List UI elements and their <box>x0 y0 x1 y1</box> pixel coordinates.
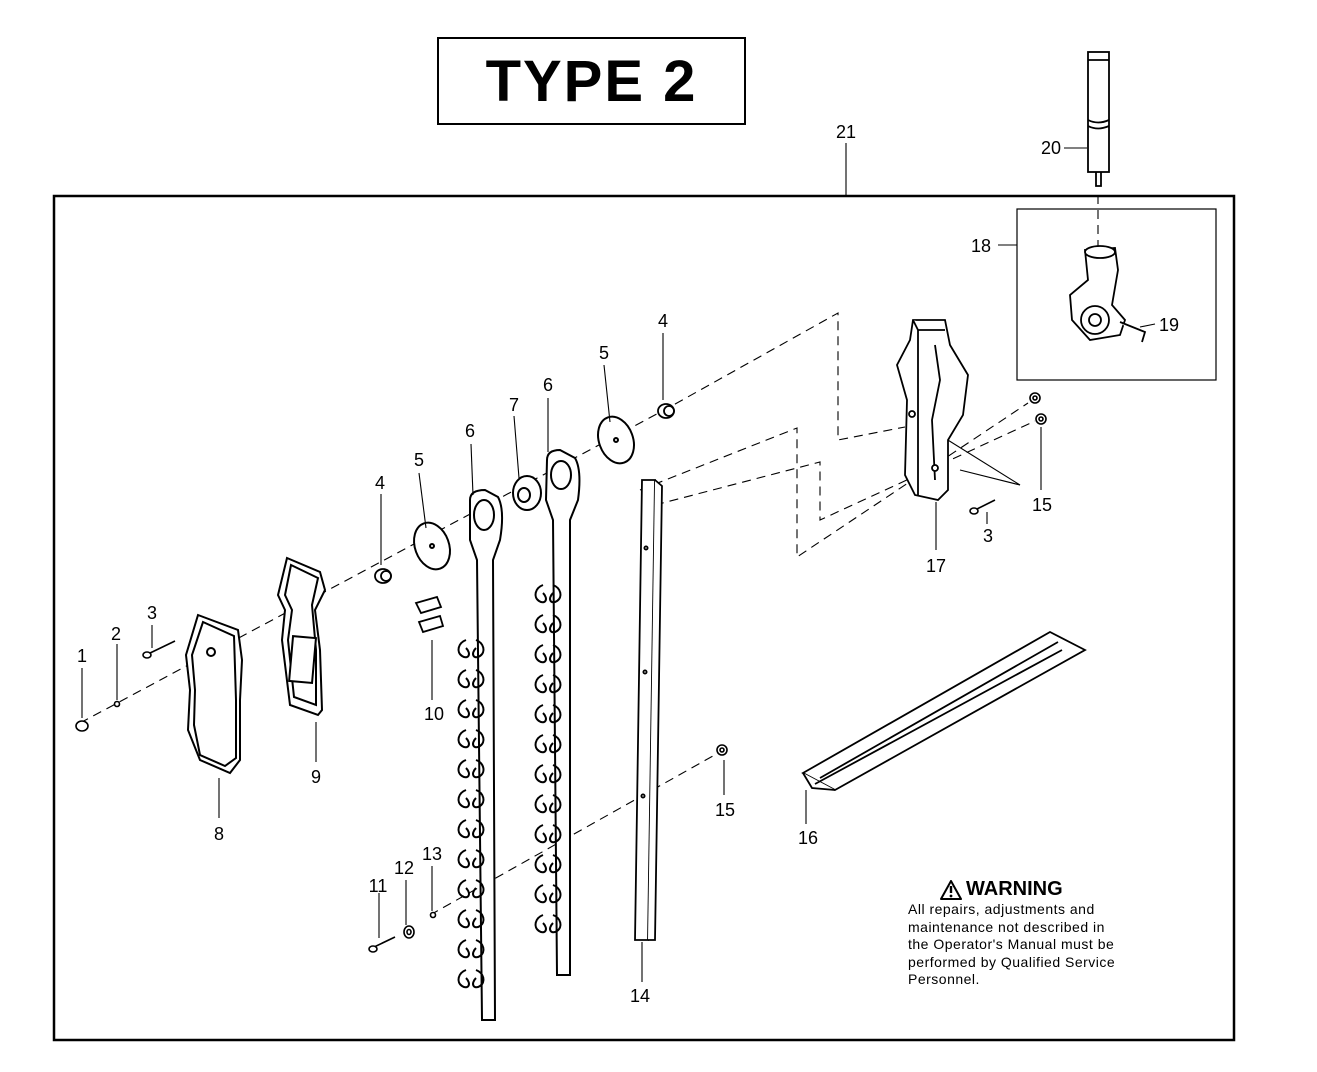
part-9-plate <box>276 556 327 717</box>
callout-11: 11 <box>369 876 388 896</box>
title-box: TYPE 2 <box>437 37 746 125</box>
callout-3: 3 <box>983 526 993 546</box>
assembly-frame <box>52 194 1236 1042</box>
callout-15: 15 <box>715 800 735 820</box>
part-6-blade-left <box>457 488 504 1021</box>
callout-16: 16 <box>798 828 818 848</box>
callout-3: 3 <box>147 603 157 623</box>
leader-lines-solid <box>845 143 1156 486</box>
part-8-cover <box>184 613 244 775</box>
part-3-bolts <box>142 499 996 659</box>
part-14-bar <box>634 479 663 941</box>
callout-18: 18 <box>971 236 991 256</box>
warning-triangle-icon <box>940 879 962 900</box>
warning-notice: WARNING All repairs, adjustments and mai… <box>908 878 1168 989</box>
part-15-nuts-right <box>716 392 1047 756</box>
page-title: TYPE 2 <box>485 48 698 114</box>
part-20-shaft <box>1087 51 1110 187</box>
callout-4: 4 <box>658 311 668 331</box>
callout-12: 12 <box>394 858 414 878</box>
warning-line: the Operator's Manual must be <box>908 936 1115 952</box>
part-17-housing <box>896 319 969 501</box>
callout-6: 6 <box>465 421 475 441</box>
warning-heading: WARNING <box>966 878 1063 900</box>
callout-10: 10 <box>424 704 444 724</box>
part-10-clips <box>414 595 445 634</box>
callout-19: 19 <box>1159 315 1179 335</box>
part-18-gear-housing <box>1069 245 1147 343</box>
callout-leaders <box>81 333 1042 982</box>
callout-4: 4 <box>375 473 385 493</box>
callout-21: 21 <box>836 122 856 142</box>
small-hardware <box>75 700 437 953</box>
callout-8: 8 <box>214 824 224 844</box>
callout-7: 7 <box>509 395 519 415</box>
callout-2: 2 <box>111 624 121 644</box>
part-16-guard <box>801 630 1087 792</box>
part-7-bushing <box>512 475 542 511</box>
callout-13: 13 <box>422 844 442 864</box>
part-5-washers <box>413 415 635 571</box>
callout-6: 6 <box>543 375 553 395</box>
warning-line: maintenance not described in <box>908 918 1105 935</box>
warning-line: All repairs, adjustments and <box>908 901 1095 917</box>
callout-5: 5 <box>414 450 424 470</box>
assembly-lines <box>79 195 1099 916</box>
callout-15: 15 <box>1032 495 1052 515</box>
warning-line: performed by Qualified Service <box>908 953 1116 970</box>
callout-1: 1 <box>77 646 87 666</box>
callout-5: 5 <box>599 343 609 363</box>
part-4-spacers <box>374 403 675 584</box>
warning-line: Personnel. <box>908 971 980 987</box>
callout-9: 9 <box>311 767 321 787</box>
callout-20: 20 <box>1041 138 1061 158</box>
warning-text: All repairs, adjustments and maintenance… <box>908 901 1168 989</box>
part-6-blade-right <box>534 448 581 976</box>
callout-14: 14 <box>630 986 650 1006</box>
callout-17: 17 <box>926 556 946 576</box>
inset-frame <box>1016 208 1217 381</box>
warning-heading-row: WARNING <box>908 878 1168 901</box>
